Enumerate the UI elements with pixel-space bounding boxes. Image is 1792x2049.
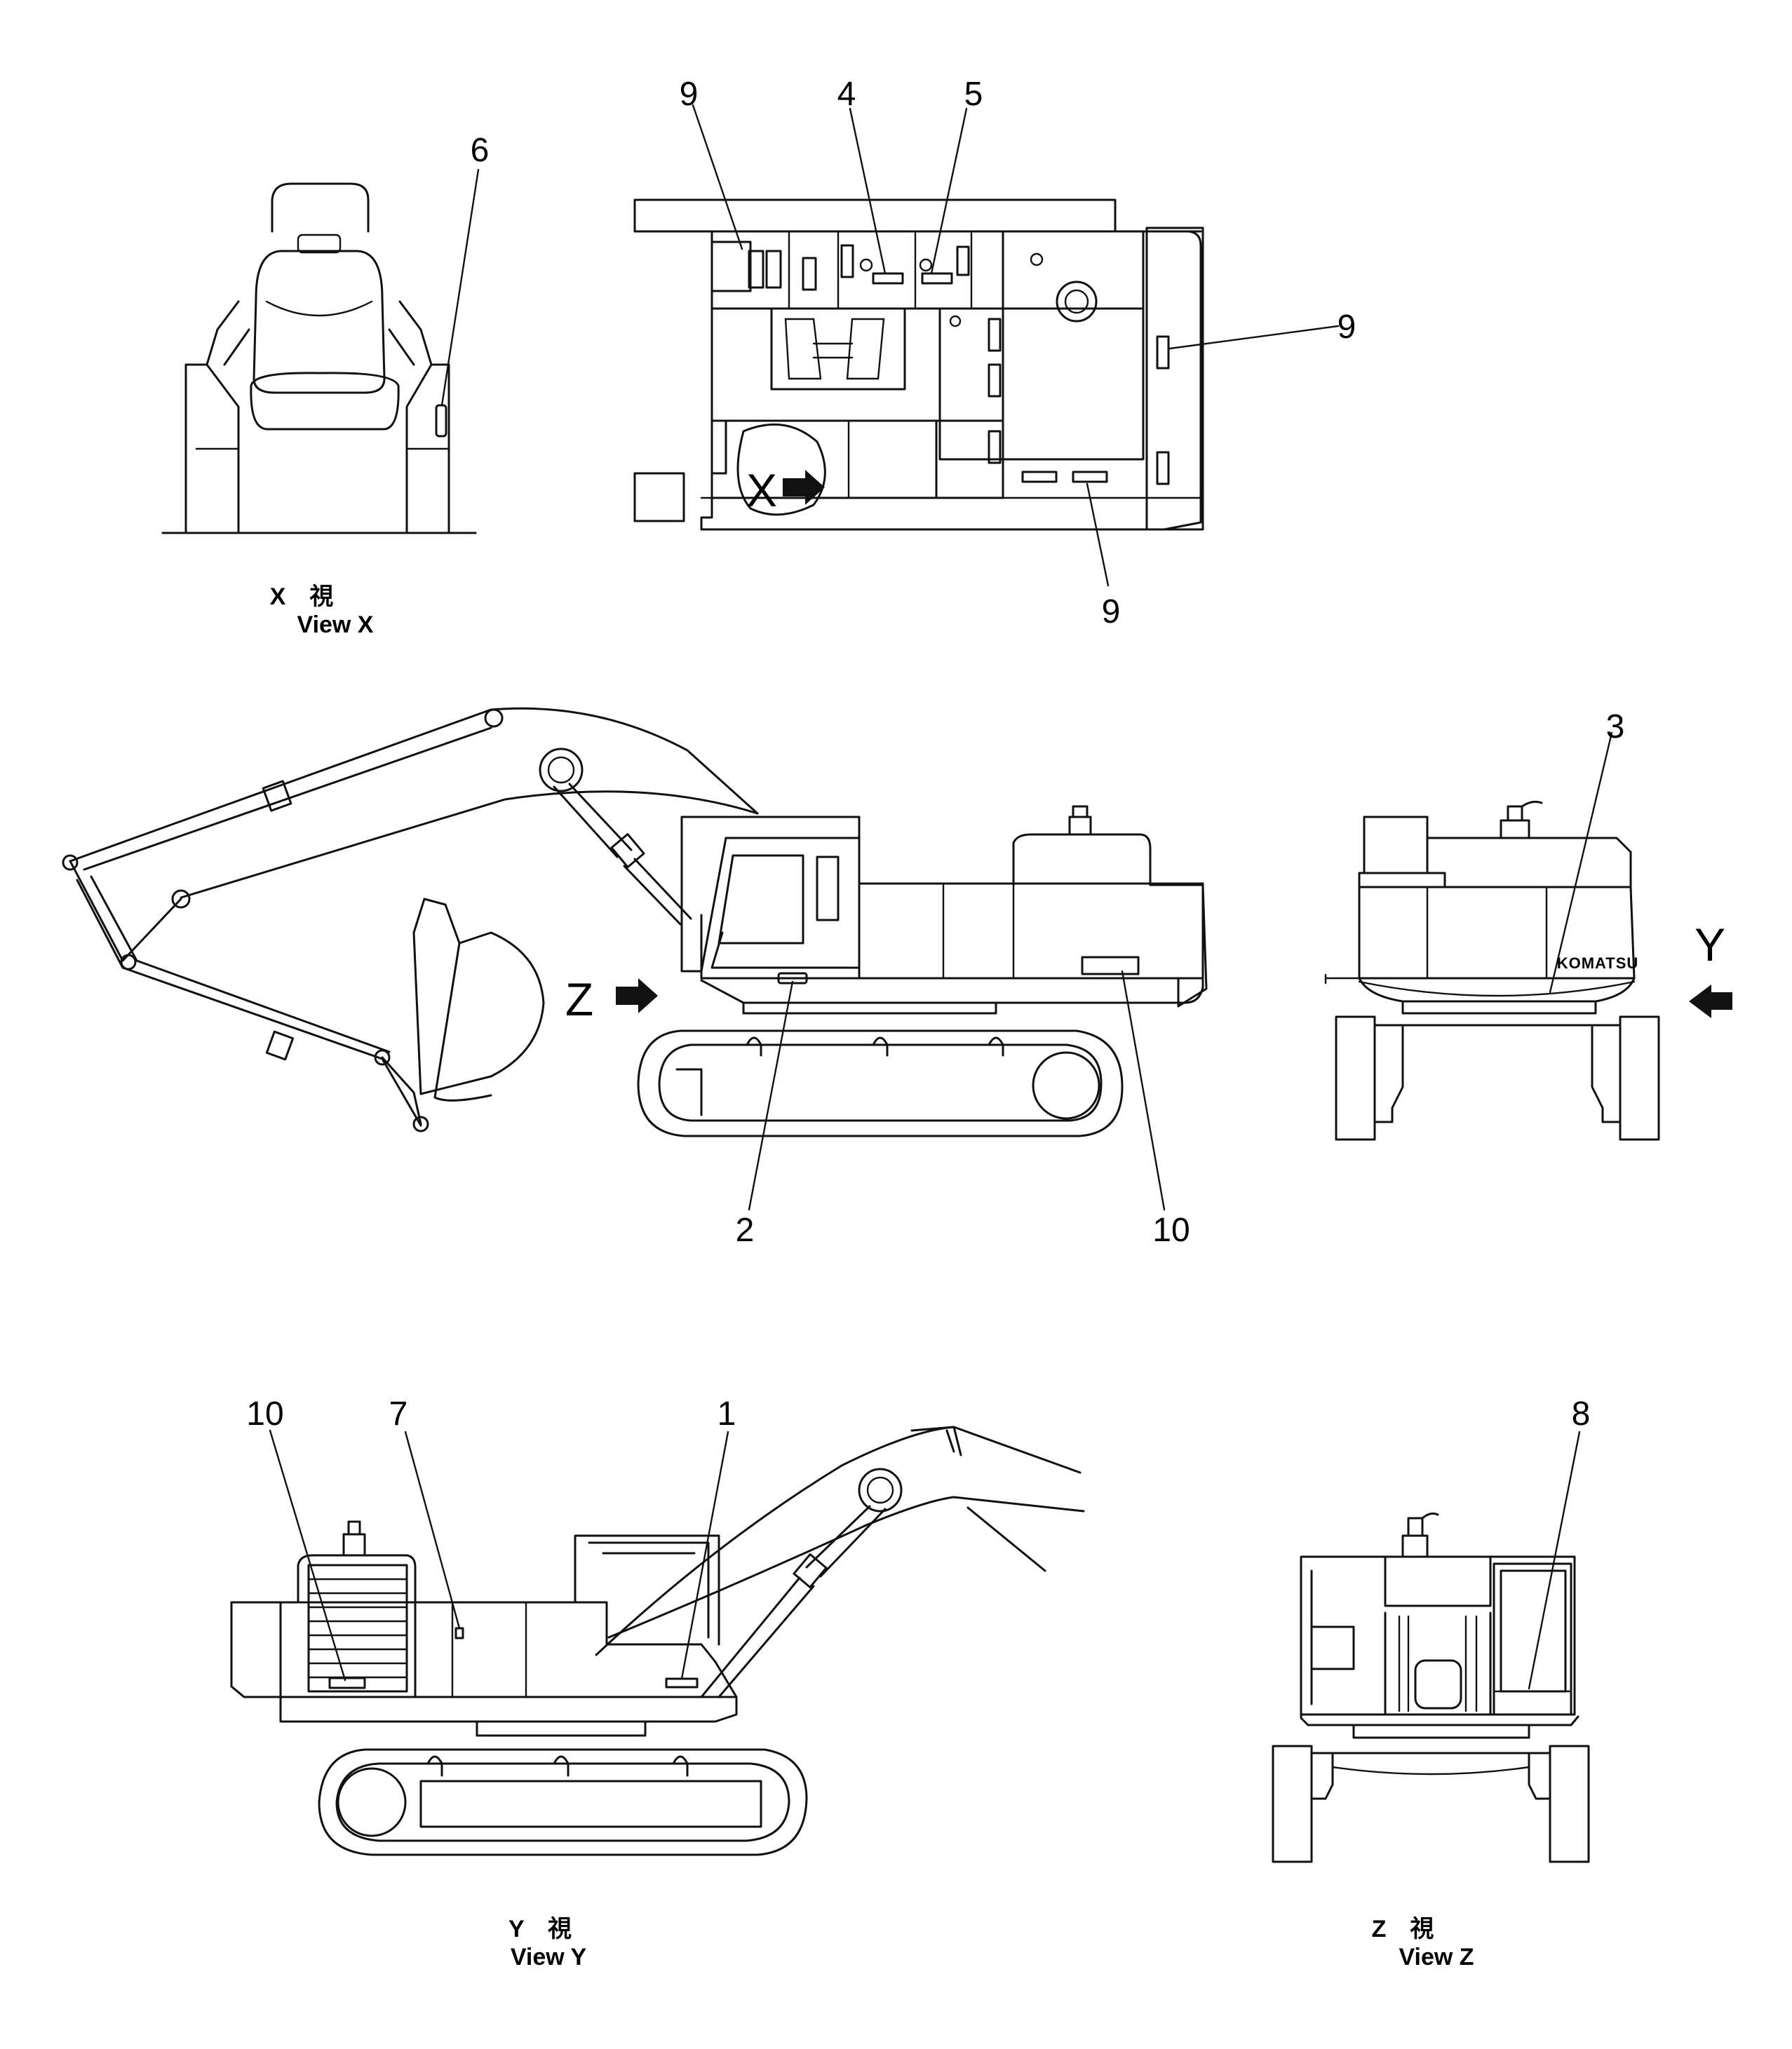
brand-mark: KOMATSU bbox=[1557, 954, 1639, 972]
view-y-arrow-letter: Y bbox=[1695, 919, 1725, 971]
view-x-caption-en: View X bbox=[297, 611, 374, 638]
label-9-top-left: 9 bbox=[680, 76, 699, 113]
label-5: 5 bbox=[964, 76, 983, 113]
label-3: 3 bbox=[1606, 708, 1625, 745]
label-10-side: 10 bbox=[1152, 1212, 1190, 1249]
label-6: 6 bbox=[471, 132, 490, 169]
view-x-caption-jp: X 視 bbox=[270, 583, 334, 610]
label-2: 2 bbox=[736, 1212, 755, 1249]
label-8: 8 bbox=[1572, 1395, 1591, 1433]
view-z-caption-en: View Z bbox=[1399, 1944, 1474, 1970]
view-y-caption-en: View Y bbox=[511, 1944, 587, 1970]
side-view-excavator-drawing bbox=[62, 707, 1208, 1211]
view-x-seat-drawing bbox=[161, 168, 480, 534]
label-10-view-y: 10 bbox=[246, 1395, 283, 1433]
top-view-drawing bbox=[633, 104, 1340, 587]
view-z-drawing bbox=[1272, 1431, 1590, 1863]
view-z-arrow-letter: Z bbox=[565, 973, 593, 1025]
view-y-drawing bbox=[230, 1426, 1085, 1856]
view-z-caption-jp: Z 視 bbox=[1372, 1916, 1434, 1942]
label-1: 1 bbox=[718, 1395, 736, 1433]
label-4: 4 bbox=[837, 76, 856, 113]
rear-view-drawing bbox=[1324, 731, 1732, 1141]
label-7: 7 bbox=[389, 1395, 408, 1433]
label-9-bottom: 9 bbox=[1102, 593, 1121, 630]
view-y-caption-jp: Y 視 bbox=[508, 1916, 572, 1942]
view-x-arrow-letter: X bbox=[746, 464, 777, 516]
label-9-right: 9 bbox=[1338, 309, 1356, 346]
